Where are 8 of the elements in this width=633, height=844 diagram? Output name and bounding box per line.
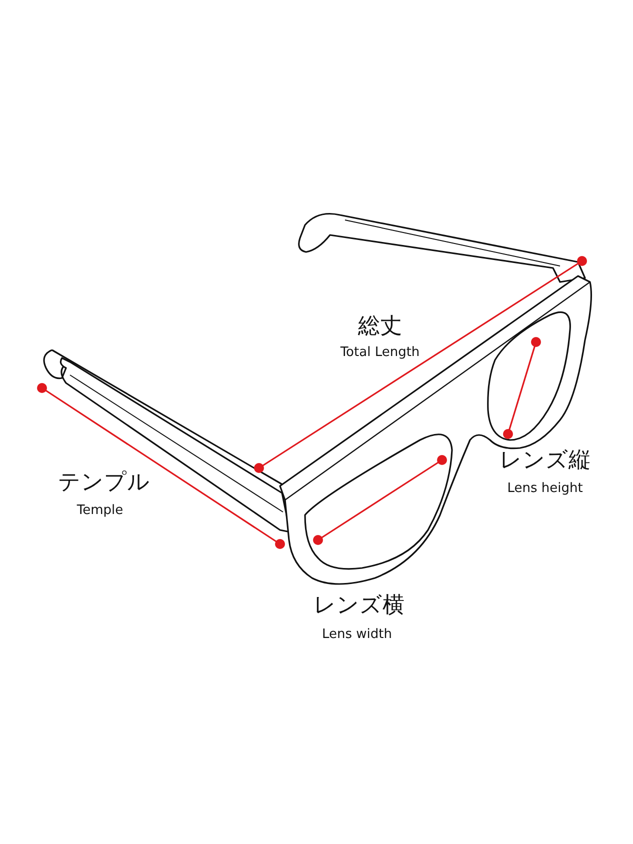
dimension-caption: Lens height [507,481,583,497]
dimension-caption: Lens width [322,627,392,643]
dimension-label: テンプル [58,470,150,496]
dimension-label: レンズ横 [314,593,404,620]
dimension-caption: Temple [76,503,124,519]
dimension-caption: Total Length [340,345,420,361]
dimension-label: 総丈 [358,314,402,340]
dimension-label: レンズ縦 [500,448,590,474]
